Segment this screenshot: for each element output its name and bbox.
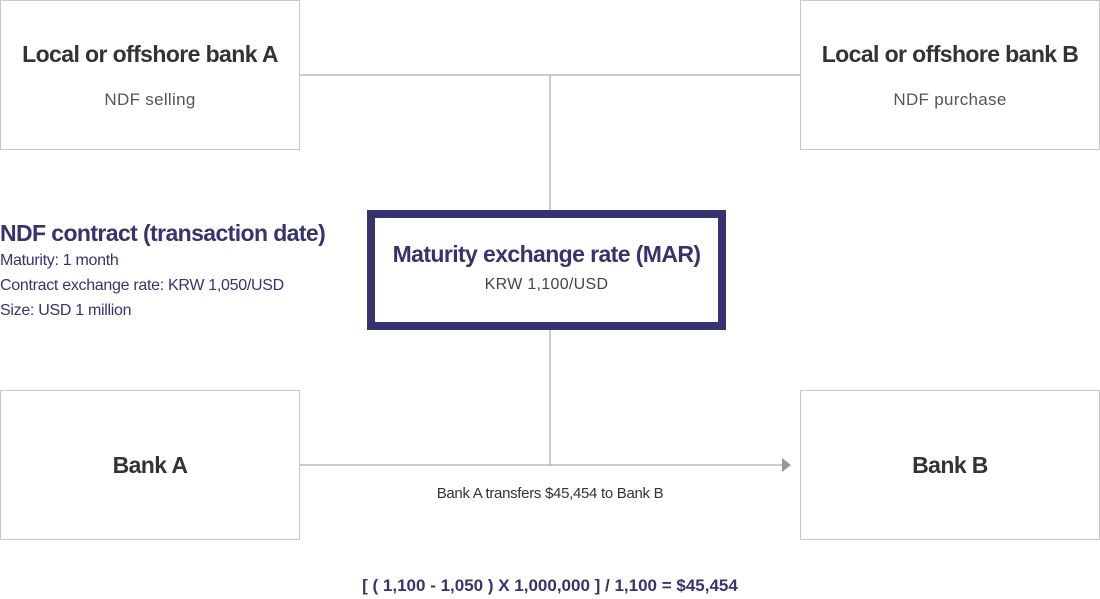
contract-exchange-rate: Contract exchange rate: KRW 1,050/USD	[0, 277, 284, 294]
transfer-label: Bank A transfers $45,454 to Bank B	[436, 485, 664, 502]
transfer-arrow-head	[782, 458, 791, 472]
bank-b-box: Bank B	[800, 390, 1100, 540]
local-bank-a-box: Local or offshore bank A NDF selling	[0, 0, 300, 150]
ndf-contract-info: NDF contract (transaction date) Maturity…	[0, 218, 360, 323]
local-bank-b-box: Local or offshore bank B NDF purchase	[800, 0, 1100, 150]
bank-a-box: Bank A	[0, 390, 300, 540]
maturity-rate-title: Maturity exchange rate (MAR)	[392, 240, 701, 267]
local-bank-b-title: Local or offshore bank B	[821, 40, 1079, 67]
local-bank-a-title: Local or offshore bank A	[22, 40, 278, 67]
ndf-contract-title: NDF contract (transaction date)	[0, 220, 326, 246]
local-bank-b-subtitle: NDF purchase	[893, 89, 1007, 109]
contract-size: Size: USD 1 million	[0, 302, 132, 319]
bank-a-title: Bank A	[112, 451, 188, 478]
settlement-formula: [ ( 1,100 - 1,050 ) X 1,000,000 ] / 1,10…	[362, 576, 738, 595]
local-bank-a-subtitle: NDF selling	[104, 89, 196, 109]
contract-maturity: Maturity: 1 month	[0, 252, 119, 269]
maturity-rate-box: Maturity exchange rate (MAR) KRW 1,100/U…	[367, 210, 726, 330]
maturity-rate-value: KRW 1,100/USD	[484, 275, 609, 293]
bank-b-title: Bank B	[912, 451, 988, 478]
